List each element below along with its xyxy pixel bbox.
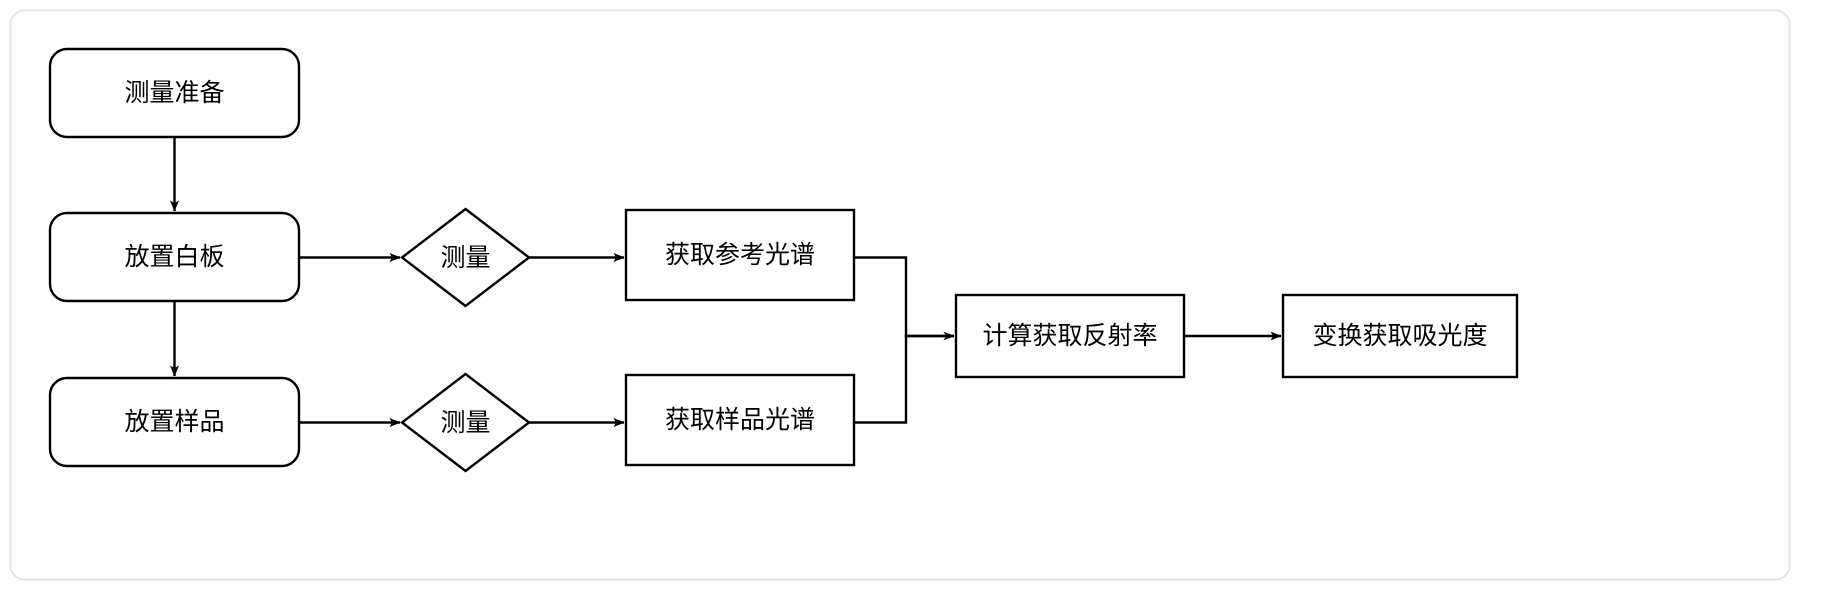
node-measure-reference[interactable] [400,207,531,308]
node-acquire-reference-spectrum[interactable] [624,208,856,302]
edge-sample-spectrum-to-reflectance [854,334,954,424]
node-transform-absorbance[interactable] [1281,293,1519,379]
node-calculate-reflectance[interactable] [954,293,1186,379]
node-prepare[interactable] [48,47,301,139]
node-place-whiteboard[interactable] [48,211,301,303]
node-place-sample[interactable] [48,376,301,468]
node-acquire-sample-spectrum[interactable] [624,373,856,467]
node-measure-sample[interactable] [400,372,531,473]
